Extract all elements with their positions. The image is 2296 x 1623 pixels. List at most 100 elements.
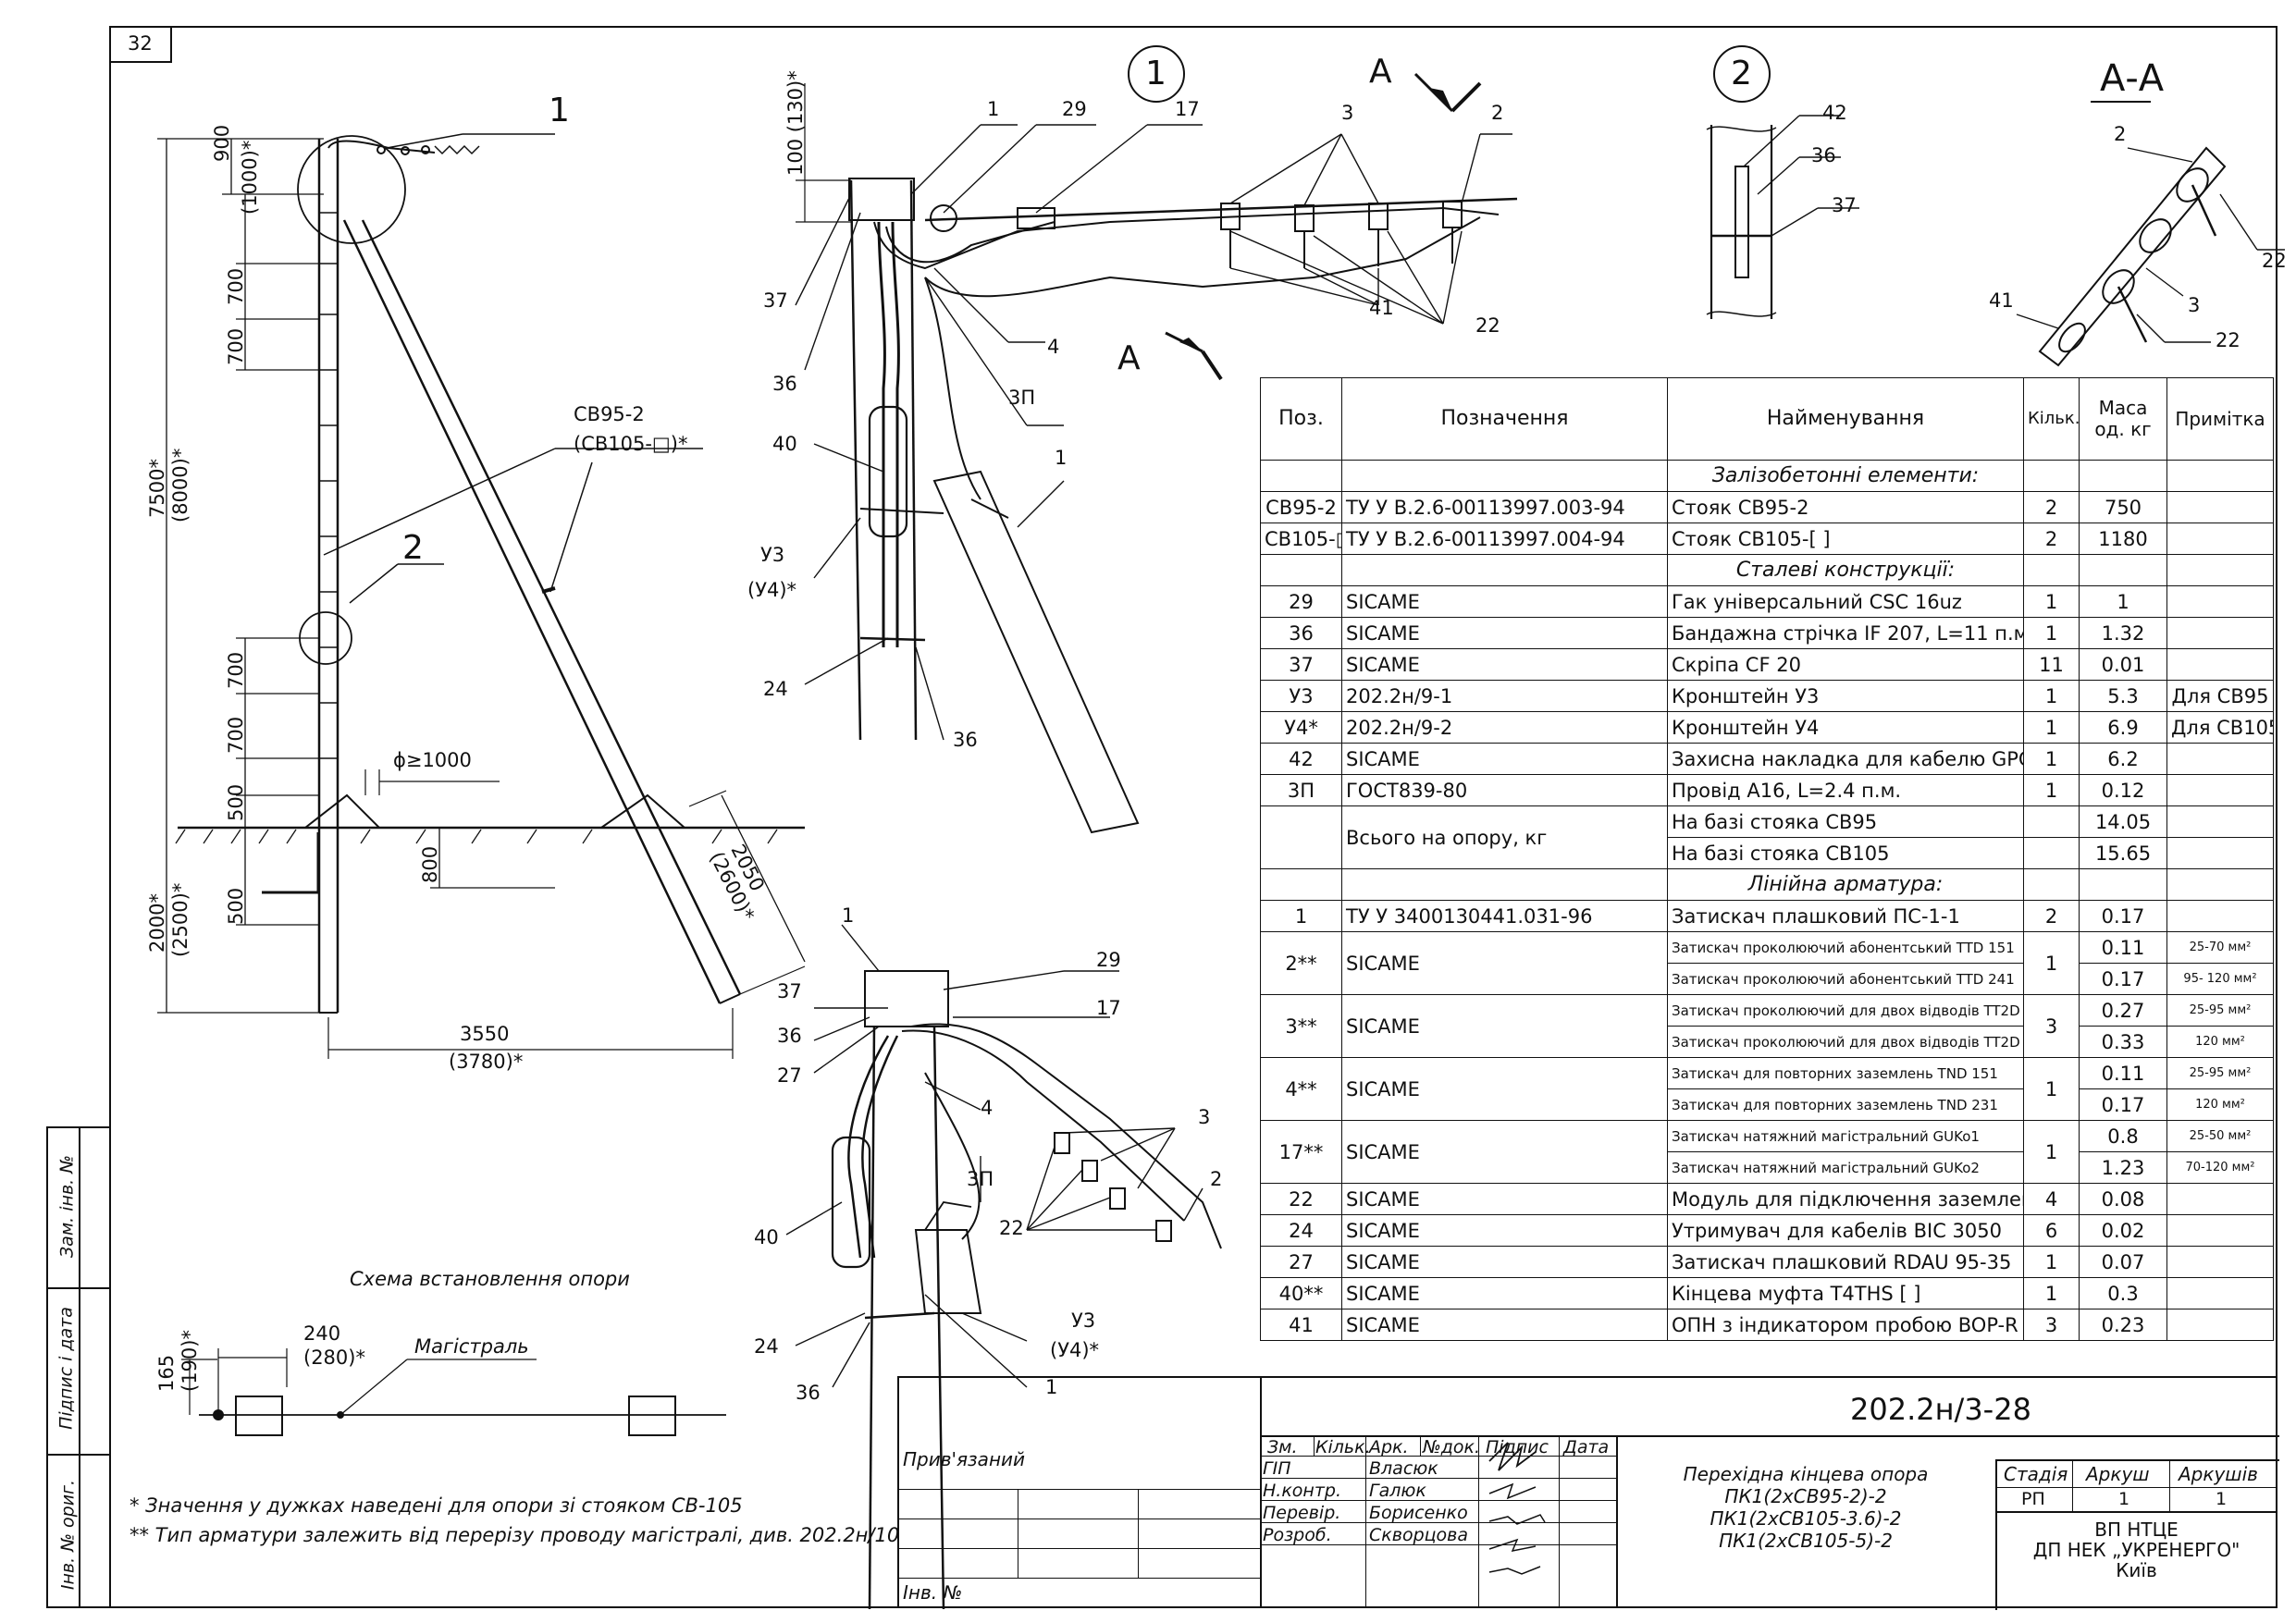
drawing-name-line: ПК1(2хСВ105-3.6)-2	[1710, 1507, 1902, 1530]
spec-cell-note: 25-95 мм²	[2166, 994, 2274, 1027]
spec-cell-pos: У4*	[1260, 711, 1342, 744]
spec-cell-note	[2166, 491, 2274, 523]
spec-cell-name: Затискач проколюючий абонентський TTD 24…	[1667, 963, 2024, 995]
spec-cell-qty: 1	[2023, 1057, 2080, 1121]
spec-cell-designation: ТУ У 3400130441.031-96	[1341, 900, 1668, 932]
specification-table: Поз. Позначення Найменування Кільк. Маса…	[1260, 377, 2274, 1341]
spec-cell-note	[2166, 1309, 2274, 1341]
sheets-header: Аркушів	[2179, 1463, 2258, 1485]
rev-col-zm: Зм.	[1267, 1437, 1298, 1457]
spec-cell-designation: SICAME	[1341, 1277, 1668, 1309]
spec-cell-note: 25-70 мм²	[2166, 931, 2274, 964]
spec-cell-name: ОПН з індикатором пробою BOP-R 0.5/5	[1667, 1309, 2024, 1341]
spec-total-mass: 14.05	[2079, 805, 2167, 838]
privyazany-label: Прив'язаний	[903, 1448, 1026, 1470]
sheet-value: 1	[2118, 1489, 2130, 1509]
spec-cell-name: Провід А16, L=2.4 п.м.	[1667, 774, 2024, 806]
spec-cell-qty: 1	[2023, 1246, 2080, 1278]
detail2-circle-number: 2	[1731, 55, 1752, 92]
detail1-label-1: 1	[987, 98, 1000, 120]
spec-section-row: Лінійна арматура:	[1260, 868, 2274, 901]
spec-cell-name: Захисна накладка для кабелю GPC 60-60	[1667, 743, 2024, 775]
spec-cell-note: Для СВ95	[2166, 680, 2274, 712]
spec-cell-pos: 3П	[1260, 774, 1342, 806]
stage-header: Стадія	[2004, 1463, 2068, 1485]
spec-cell-qty: 1	[2023, 931, 2080, 995]
iso-label-24: 24	[754, 1335, 779, 1358]
iso-label-36b: 36	[796, 1382, 821, 1404]
detail1-label-2: 2	[1491, 102, 1504, 124]
spec-total-name: На базі стояка СВ95	[1667, 805, 2024, 838]
spec-cell-pos: 42	[1260, 743, 1342, 775]
spec-total-row: На базі стояка СВ105 15.65	[1261, 837, 2274, 869]
spec-cell-note: 95- 120 мм²	[2166, 963, 2274, 995]
role-nkontr: Н.контр.	[1263, 1481, 1342, 1501]
drawing-name-line: ПК1(2хСВ95-2)-2	[1724, 1485, 1887, 1507]
section-aa-label-2: 2	[2114, 123, 2127, 145]
spec-cell-mass: 0.3	[2079, 1277, 2167, 1309]
person-rozrob: Скворцова	[1369, 1525, 1469, 1545]
spec-cell-note	[2166, 648, 2274, 681]
spec-cell-name: Затискач плашковий RDAU 95-35	[1667, 1246, 2024, 1278]
spec-cell-note: 120 мм²	[2166, 1088, 2274, 1121]
note-2: ** Тип арматури залежить від перерізу пр…	[130, 1524, 900, 1546]
spec-cell-qty: 1	[2023, 1120, 2080, 1184]
spec-cell-qty: 3	[2023, 994, 2080, 1058]
spec-cell-pos: 40**	[1260, 1277, 1342, 1309]
dim-500a: 500	[225, 783, 247, 821]
iso-label-1b: 1	[1045, 1376, 1058, 1398]
spec-cell-mass: 0.01	[2079, 648, 2167, 681]
dim-900: 900	[211, 124, 233, 162]
spec-cell-name: Затискач проколюючий для двох відводів T…	[1667, 1026, 2024, 1058]
organization-line: Київ	[2116, 1559, 2157, 1581]
organization-line: ДП НЕК „УКРЕНЕРГО"	[2032, 1539, 2240, 1561]
spec-cell-designation: SICAME	[1341, 648, 1668, 681]
role-gip: ГІП	[1263, 1458, 1291, 1479]
dim-7500: 7500*	[146, 459, 168, 518]
scheme-magistral: Магістраль	[414, 1335, 529, 1358]
spec-cell-note	[2166, 1214, 2274, 1247]
spec-cell-mass: 1	[2079, 585, 2167, 618]
iso-label-1: 1	[842, 904, 855, 927]
spec-cell-pos: 27	[1260, 1246, 1342, 1278]
spec-cell-name: Затискач для повторних заземлень TND 151	[1667, 1057, 2024, 1089]
scheme-dim-165-alt: (190)*	[179, 1330, 201, 1392]
spec-header-pos: Поз.	[1260, 377, 1342, 461]
detail1-label-36: 36	[772, 373, 797, 395]
spec-cell-designation: SICAME	[1341, 1183, 1668, 1215]
dim-700a: 700	[225, 267, 247, 305]
detail1-label-1b: 1	[1055, 447, 1068, 469]
detail1-label-37: 37	[763, 289, 788, 312]
scheme-dim-165: 165	[155, 1354, 178, 1392]
iso-label-37: 37	[777, 980, 802, 1002]
iso-label-3p: 3П	[967, 1168, 994, 1190]
dim-800: 800	[419, 845, 441, 883]
rev-col-pidpys: Підпис	[1486, 1437, 1549, 1457]
spec-cell-designation: ТУ У В.2.6-00113997.003-94	[1341, 491, 1668, 523]
spec-cell-pos: 1	[1260, 900, 1342, 932]
spec-cell-name: Бандажна стрічка IF 207, L=11 п.м.	[1667, 617, 2024, 649]
sheets-value: 1	[2216, 1489, 2228, 1509]
person-perevir: Борисенко	[1369, 1503, 1468, 1523]
spec-row: Затискач проколюючий абонентський TTD 24…	[1261, 963, 2274, 995]
spec-total-row: Всього на опору, кг На базі стояка СВ95 …	[1260, 805, 2274, 869]
spec-cell-name: Кінцева муфта T4THS [ ]	[1667, 1277, 2024, 1309]
drawing-name-line: ПК1(2хСВ105-5)-2	[1719, 1530, 1893, 1552]
spec-cell-mass: 0.08	[2079, 1183, 2167, 1215]
post-label: СВ95-2	[574, 403, 645, 425]
detail1-label-36b: 36	[953, 729, 978, 751]
spec-cell-designation: SICAME	[1341, 1120, 1668, 1184]
detail1-label-u4: (У4)*	[747, 579, 797, 601]
drawing-name: Перехідна кінцева опора ПК1(2хСВ95-2)-2 …	[1616, 1461, 1995, 1554]
iso-label-22: 22	[999, 1217, 1024, 1239]
spec-cell-mass: 0.23	[2079, 1309, 2167, 1341]
spec-cell-mass: 6.9	[2079, 711, 2167, 744]
